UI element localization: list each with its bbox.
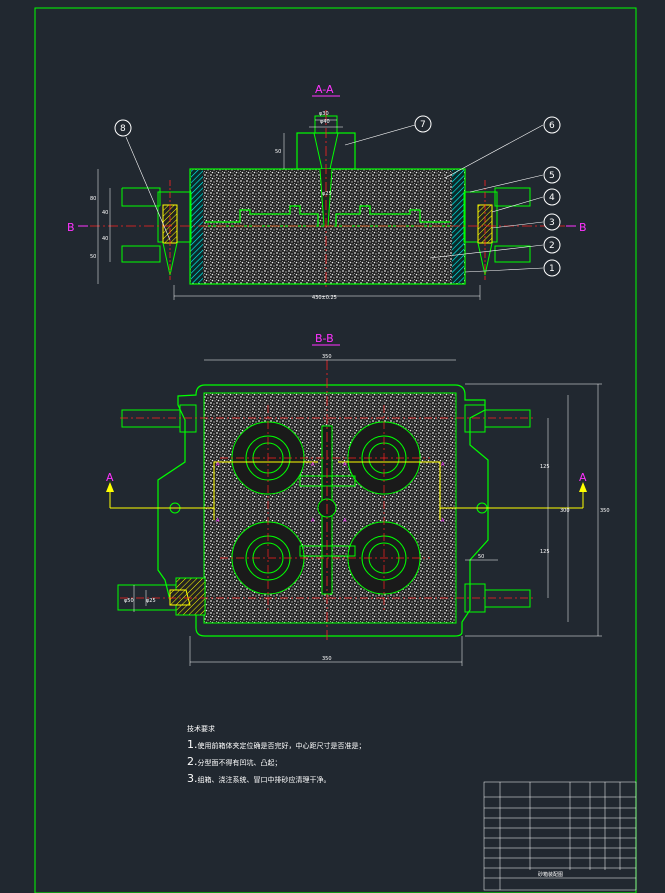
dim-bb-bottom: 350 <box>322 656 332 662</box>
dim-bb-d25: φ25 <box>146 598 156 604</box>
dim-aa-40b: 40 <box>102 236 108 242</box>
title-block <box>483 781 637 891</box>
balloon-8-label: 8 <box>120 124 126 134</box>
note-text: 组箱、浇注系统、冒口中排砂应清理干净。 <box>197 776 331 784</box>
note-text: 使用前箱体夹定位确是否完好，中心距尺寸是否准是； <box>197 742 366 750</box>
svg-text:A: A <box>216 462 220 468</box>
svg-text:A: A <box>311 518 315 524</box>
technical-requirements: 技术要求 1.使用前箱体夹定位确是否完好，中心距尺寸是否准是； 2.分型面不得有… <box>187 724 366 788</box>
section-bb-view: A A A A A A A A <box>106 344 602 666</box>
note-number: 1. <box>187 738 198 751</box>
section-bb-right-marker: A <box>579 471 587 484</box>
balloon-6-label: 6 <box>549 121 555 131</box>
note-text: 分型面不得有凹坑、凸起； <box>197 759 282 767</box>
dim-aa-height: 80 <box>90 196 96 202</box>
svg-text:A: A <box>343 518 347 524</box>
dim-bb-125b: 125 <box>540 549 550 555</box>
svg-text:A: A <box>343 462 347 468</box>
section-bb-title: B-B <box>315 332 334 345</box>
dim-aa-sprue-height: 50 <box>275 149 281 155</box>
note-item: 2.分型面不得有凹坑、凸起； <box>187 754 366 771</box>
balloon-4-label: 4 <box>549 193 555 203</box>
title-block-name: 砂箱装配图 <box>538 871 563 878</box>
dim-aa-top-inner: φ40 <box>320 119 330 125</box>
section-aa-view <box>78 95 576 300</box>
svg-text:A: A <box>441 518 445 524</box>
dim-aa-40a: 40 <box>102 210 108 216</box>
note-item: 3.组箱、浇注系统、冒口中排砂应清理干净。 <box>187 771 366 788</box>
svg-text:A: A <box>216 518 220 524</box>
balloon-3-label: 3 <box>549 218 555 228</box>
note-number: 3. <box>187 772 198 785</box>
sheet-border <box>34 7 637 893</box>
svg-text:A: A <box>441 462 445 468</box>
notes-heading: 技术要求 <box>187 725 215 733</box>
section-aa-left-marker: B <box>67 221 75 234</box>
balloon-1-label: 1 <box>549 264 555 274</box>
balloon-2-label: 2 <box>549 241 555 251</box>
dim-aa-gate: φ25 <box>322 191 332 197</box>
dim-aa-top-outer: φ30 <box>319 111 329 117</box>
dim-bb-300: 300 <box>560 508 570 514</box>
section-aa-right-marker: B <box>579 221 587 234</box>
balloon-7-label: 7 <box>420 120 426 130</box>
dim-bb-350-vert: 350 <box>600 508 610 514</box>
dim-bb-50: 50 <box>478 554 484 560</box>
svg-text:A: A <box>311 462 315 468</box>
dim-aa-width: 430±0.25 <box>312 295 337 301</box>
dim-aa-50: 50 <box>90 254 96 260</box>
dim-bb-d50: φ50 <box>124 598 134 604</box>
dim-bb-125a: 125 <box>540 464 550 470</box>
section-bb-left-marker: A <box>106 471 114 484</box>
note-item: 1.使用前箱体夹定位确是否完好，中心距尺寸是否准是； <box>187 737 366 754</box>
dim-bb-top: 350 <box>322 354 332 360</box>
balloon-5-label: 5 <box>549 171 555 181</box>
section-aa-title: A-A <box>315 83 334 96</box>
note-number: 2. <box>187 755 198 768</box>
